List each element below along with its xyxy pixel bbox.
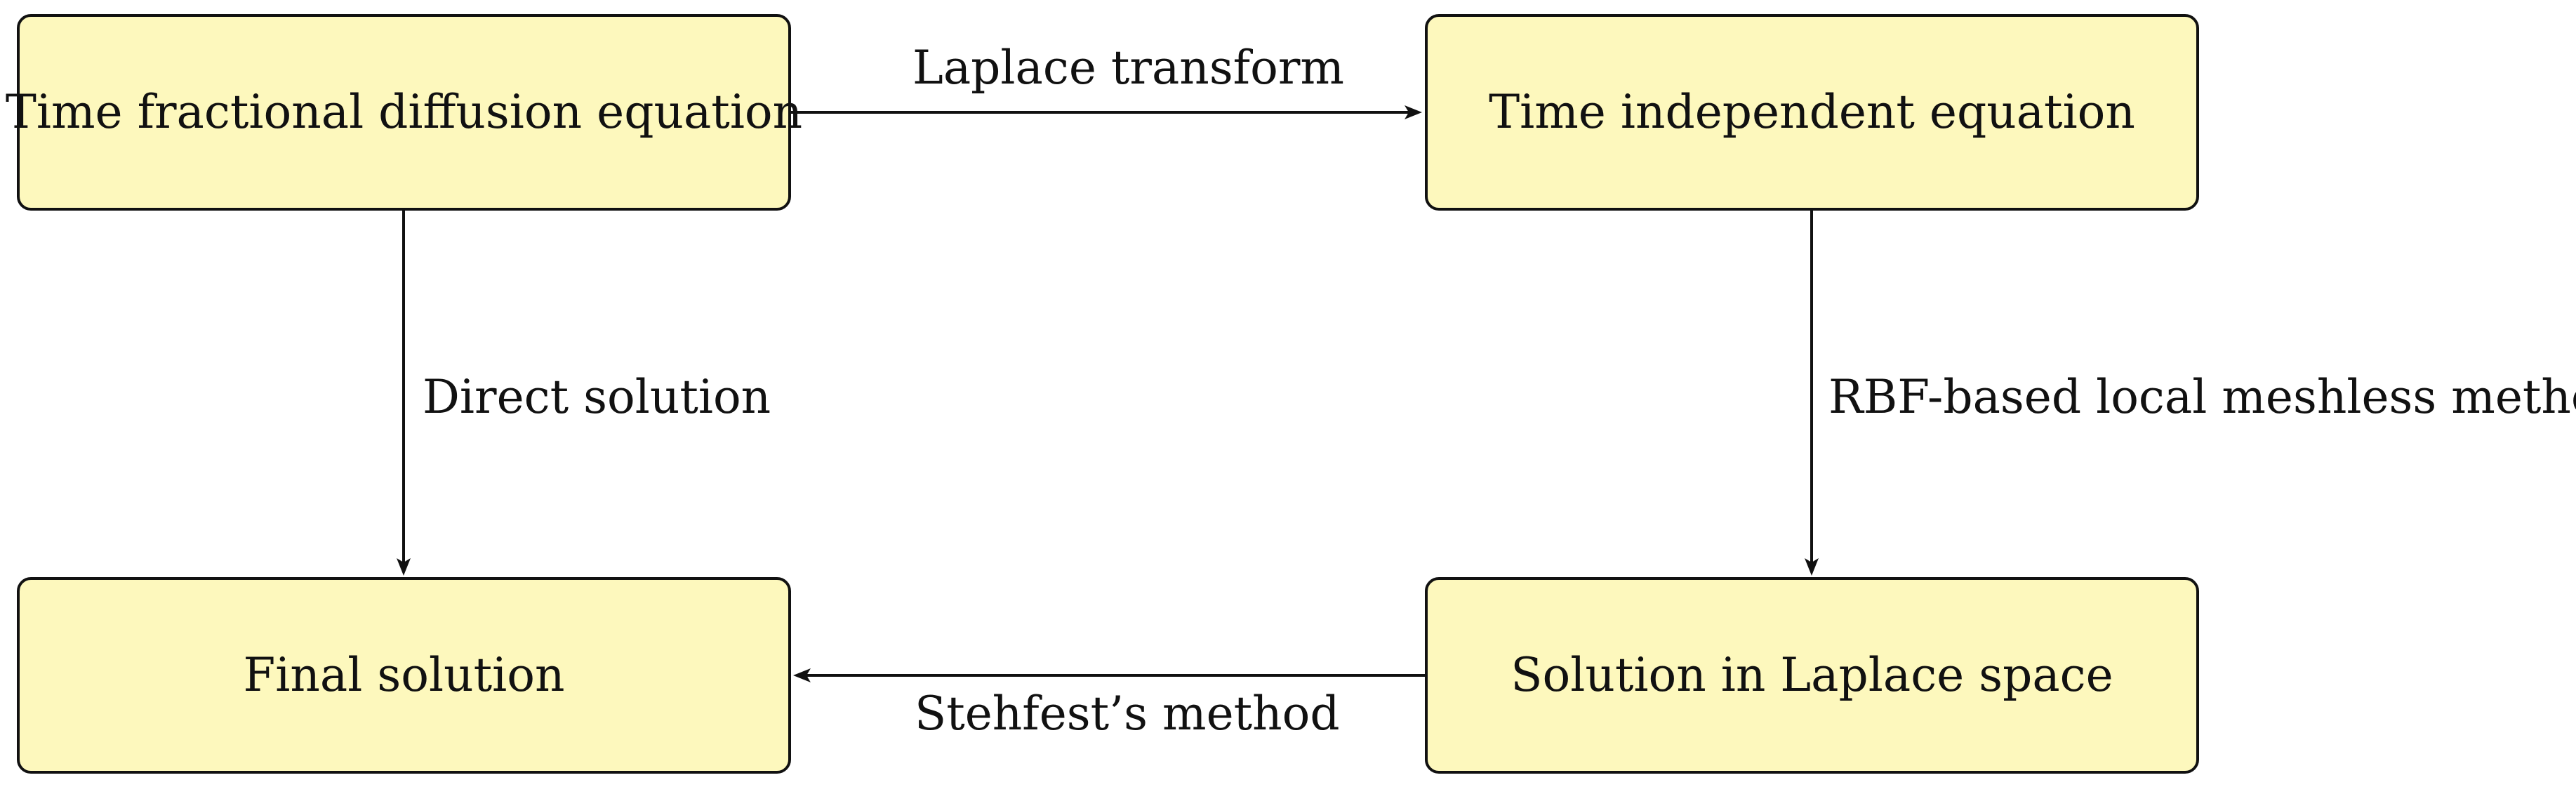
node-time-fractional-diffusion-equation: Time fractional diffusion equation bbox=[6, 14, 802, 211]
edge-label-laplace-transform: Laplace transform bbox=[912, 41, 1344, 95]
arrowhead-left-icon bbox=[793, 668, 811, 682]
arrowhead-right-icon bbox=[1405, 105, 1422, 119]
node-label: Time fractional diffusion equation bbox=[5, 85, 803, 140]
edge-label-direct-solution: Direct solution bbox=[423, 370, 771, 424]
node-final-solution: Final solution bbox=[17, 577, 791, 774]
arrowhead-down-icon bbox=[1805, 558, 1819, 576]
node-label: Time independent equation bbox=[1489, 85, 2135, 140]
edge-label-rbf-method: RBF-based local meshless method bbox=[1828, 370, 2576, 424]
node-time-independent-equation: Time independent equation bbox=[1425, 14, 2199, 211]
arrowhead-down-icon bbox=[397, 558, 411, 576]
node-label: Solution in Laplace space bbox=[1511, 648, 2113, 703]
node-label: Final solution bbox=[243, 648, 565, 703]
edge-label-stehfest-method: Stehfest’s method bbox=[915, 687, 1340, 741]
node-solution-in-laplace-space: Solution in Laplace space bbox=[1425, 577, 2199, 774]
